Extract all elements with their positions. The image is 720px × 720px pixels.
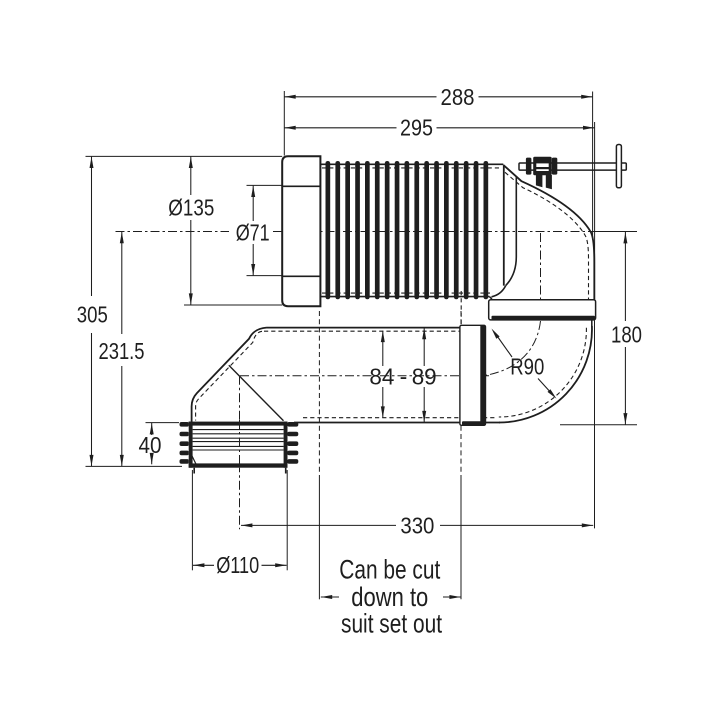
svg-text:Ø135: Ø135 xyxy=(168,194,214,220)
svg-text:40: 40 xyxy=(139,432,162,458)
svg-text:Ø71: Ø71 xyxy=(236,219,270,245)
svg-text:suit set out: suit set out xyxy=(341,608,442,638)
svg-text:295: 295 xyxy=(400,115,433,141)
svg-text:89: 89 xyxy=(412,363,437,389)
svg-text:-: - xyxy=(400,363,408,389)
svg-text:R90: R90 xyxy=(510,353,544,379)
svg-text:180: 180 xyxy=(611,321,642,347)
svg-text:305: 305 xyxy=(77,301,108,327)
svg-text:Can be cut: Can be cut xyxy=(339,555,440,585)
svg-text:down to: down to xyxy=(351,582,428,612)
svg-text:Ø110: Ø110 xyxy=(216,552,259,578)
svg-text:231.5: 231.5 xyxy=(99,338,145,364)
svg-text:288: 288 xyxy=(441,84,475,110)
svg-text:330: 330 xyxy=(400,512,434,538)
svg-text:84: 84 xyxy=(369,363,394,389)
